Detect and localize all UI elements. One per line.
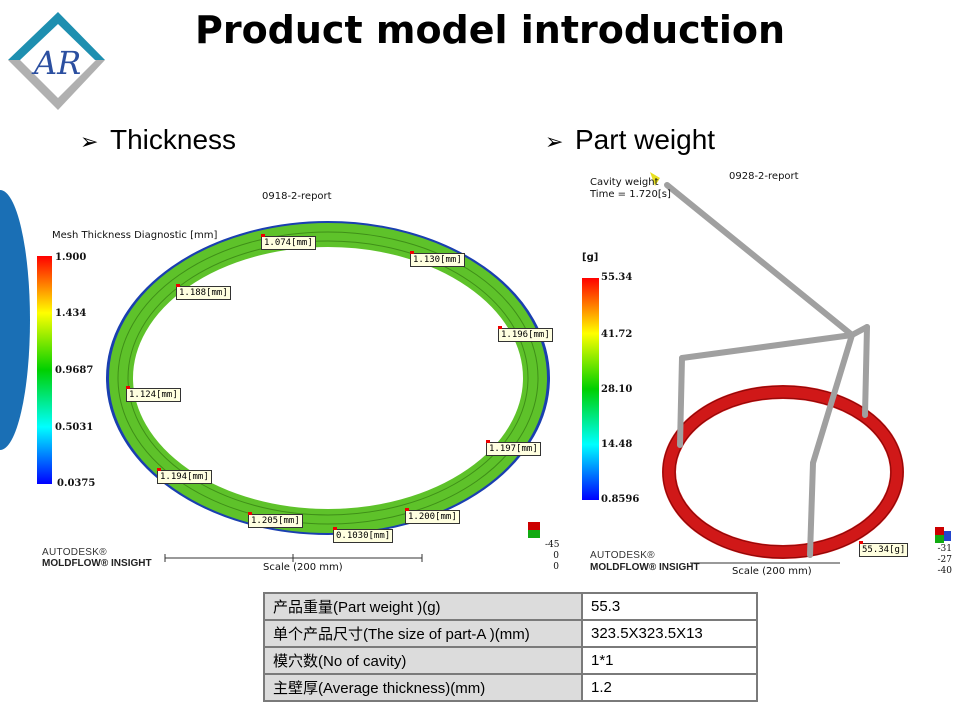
legend-tick: 41.72 [601, 329, 633, 340]
axis-value: -27 [937, 555, 953, 565]
spec-key: 主壁厚(Average thickness)(mm) [263, 673, 583, 702]
legend-tick: 55.34 [601, 272, 633, 283]
page-title: Product model introduction [194, 8, 786, 52]
legend-tick: 1.434 [55, 308, 87, 319]
weight-legend-title: [g] [582, 252, 599, 263]
spec-key: 模穴数(No of cavity) [263, 646, 583, 675]
thickness-probe-label: 1.197[mm] [486, 440, 541, 456]
svg-text:AR: AR [31, 44, 81, 82]
section-part-weight-label: Part weight [575, 124, 716, 155]
thickness-legend-bar [37, 256, 52, 484]
legend-tick: 0.5031 [55, 422, 94, 433]
section-thickness-label: Thickness [110, 124, 237, 155]
result-time: Time = 1.720[s] [590, 189, 671, 200]
scale-label: Scale (200 mm) [263, 562, 343, 573]
injection-point-icon [650, 172, 660, 186]
axis-values: -31 -27 -40 [932, 544, 953, 577]
thickness-probe-label: 1.130[mm] [410, 251, 465, 267]
axis-value: 0 [553, 562, 559, 572]
axis-triad-icon [935, 527, 951, 543]
thickness-probe-label: 1.205[mm] [248, 512, 303, 528]
spec-key: 单个产品尺寸(The size of part-A )(mm) [263, 619, 583, 648]
axis-value: 0 [553, 551, 559, 561]
brand-moldflow: MOLDFLOW® INSIGHT [42, 558, 152, 569]
spec-value: 1.2 [581, 673, 758, 702]
legend-tick: 14.48 [601, 439, 633, 450]
company-logo: AR [8, 12, 105, 110]
spec-key: 产品重量(Part weight )(g) [263, 592, 583, 621]
legend-tick: 0.8596 [601, 494, 640, 505]
weight-report-title: 0928-2-report [729, 171, 799, 182]
runner-system [664, 182, 870, 558]
table-row: 单个产品尺寸(The size of part-A )(mm)323.5X323… [263, 619, 758, 648]
table-row: 主壁厚(Average thickness)(mm)1.2 [263, 673, 758, 702]
section-thickness: ➢ Thickness [80, 124, 236, 156]
table-row: 产品重量(Part weight )(g)55.3 [263, 592, 758, 621]
axis-triad-icon [528, 522, 540, 538]
decorative-arc [0, 190, 30, 450]
scale-label: Scale (200 mm) [732, 566, 812, 577]
brand-moldflow: MOLDFLOW® INSIGHT [590, 562, 700, 573]
spec-value: 1*1 [581, 646, 758, 675]
arrow-bullet-icon: ➢ [545, 129, 564, 154]
product-spec-table: 产品重量(Part weight )(g)55.3 单个产品尺寸(The siz… [263, 592, 758, 702]
table-row: 模穴数(No of cavity)1*1 [263, 646, 758, 675]
legend-tick: 0.9687 [55, 365, 94, 376]
thickness-probe-label: 1.200[mm] [405, 508, 460, 524]
axis-value: -45 [545, 540, 560, 550]
result-name: Cavity weight [590, 177, 659, 188]
thickness-ring [106, 221, 550, 535]
section-part-weight: ➢ Part weight [545, 124, 715, 156]
weight-probe-label: 55.34[g] [859, 541, 909, 557]
thickness-probe-label: 1.194[mm] [157, 468, 212, 484]
thickness-probe-label: 1.074[mm] [261, 234, 316, 250]
spec-value: 55.3 [581, 592, 758, 621]
spec-value: 323.5X323.5X13 [581, 619, 758, 648]
legend-tick: 0.0375 [57, 478, 96, 489]
legend-tick: 28.10 [601, 384, 633, 395]
thickness-probe-label: 1.124[mm] [126, 386, 181, 402]
thickness-probe-label: 1.196[mm] [498, 326, 553, 342]
weight-ring [662, 385, 904, 559]
axis-value: -31 [937, 544, 953, 554]
brand-autodesk: AUTODESK® [42, 547, 107, 558]
weight-legend-bar [582, 278, 599, 500]
thickness-legend-title: Mesh Thickness Diagnostic [mm] [52, 230, 218, 241]
axis-values: -45 0 0 [545, 540, 560, 573]
brand-autodesk: AUTODESK® [590, 550, 655, 561]
thickness-probe-label: 1.188[mm] [176, 284, 231, 300]
axis-value: -40 [937, 566, 953, 576]
legend-tick: 1.900 [55, 252, 87, 263]
arrow-bullet-icon: ➢ [80, 129, 99, 154]
thickness-report-title: 0918-2-report [262, 191, 332, 202]
thickness-probe-label: 0.1030[mm] [333, 527, 394, 543]
